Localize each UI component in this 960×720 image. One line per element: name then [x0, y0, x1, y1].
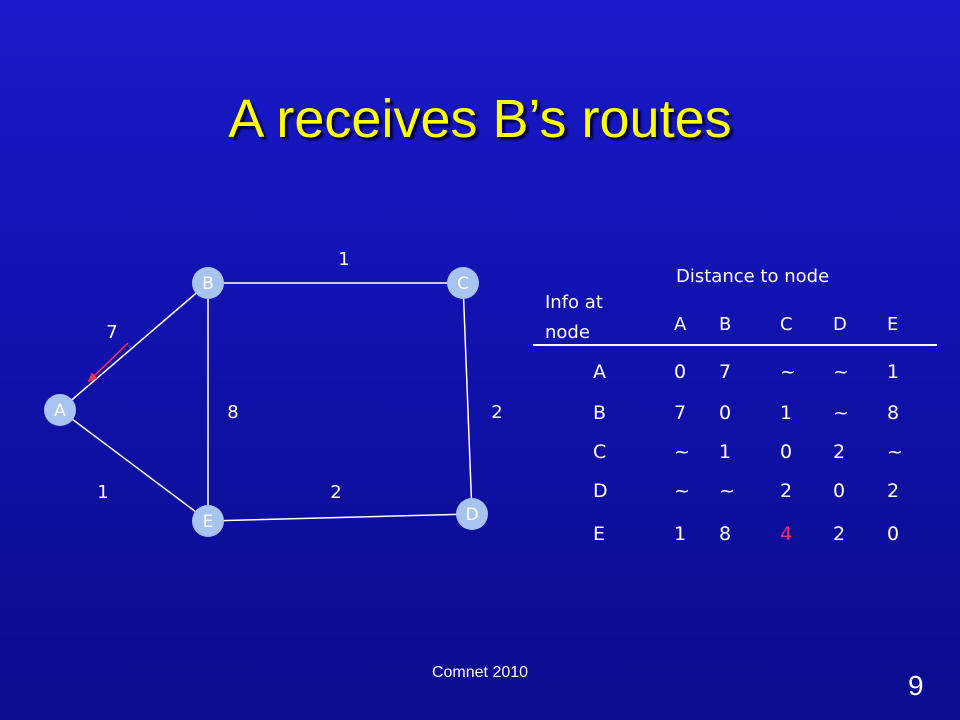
node-circle — [44, 394, 76, 426]
table-cell: ~ — [887, 441, 903, 463]
table-cell: 2 — [833, 441, 846, 463]
slide-title: A receives B’s routes — [228, 89, 732, 149]
table-header-title: Distance to node — [676, 266, 830, 287]
row-label-a: A — [593, 361, 606, 383]
table-cell: 1 — [674, 523, 687, 545]
table-cell: 0 — [780, 441, 793, 463]
edge-a-e — [59, 409, 209, 522]
footer: Comnet 2010 — [431, 664, 529, 681]
node-label: B — [202, 274, 214, 294]
column-header-c: C — [780, 314, 793, 335]
node-e: E — [192, 505, 224, 537]
node-circle — [447, 267, 479, 299]
edge-weight-e-d: 2 — [330, 482, 341, 503]
node-circle — [456, 498, 488, 530]
table-cell: 1 — [780, 402, 793, 424]
table-cell: 1 — [719, 441, 732, 463]
table-cell: 2 — [833, 523, 846, 545]
node-b: B — [192, 267, 224, 299]
node-label: C — [457, 274, 469, 294]
table-cell: ~ — [674, 480, 690, 502]
table-cell: 0 — [887, 523, 900, 545]
slide-number: 9 — [908, 670, 924, 701]
table-cell: 2 — [887, 480, 900, 502]
table-cell: ~ — [674, 441, 690, 463]
edge-weight-a-e: 1 — [97, 482, 108, 503]
column-header-d: D — [833, 314, 847, 335]
table-cell: 8 — [719, 523, 732, 545]
table-cell: 0 — [833, 480, 846, 502]
node-label: E — [203, 512, 214, 532]
node-label: A — [54, 401, 66, 421]
table-row-header: Info at node — [545, 292, 603, 343]
node-a: A — [44, 394, 76, 426]
route-message-arrow — [87, 342, 129, 383]
table-cell-highlighted: 4 — [780, 523, 793, 545]
node-circle — [192, 267, 224, 299]
edge-weight-b-c: 1 — [338, 249, 349, 270]
row-label-b: B — [593, 402, 607, 424]
table-cell: 1 — [887, 361, 900, 383]
edge-a-b — [59, 282, 209, 411]
node-d: D — [456, 498, 488, 530]
node-c: C — [447, 267, 479, 299]
table-cell: ~ — [719, 480, 735, 502]
table-cell: 2 — [780, 480, 793, 502]
node-label: D — [465, 505, 478, 525]
row-label-c: C — [593, 441, 607, 463]
node-circle — [192, 505, 224, 537]
table-cell: 0 — [719, 402, 732, 424]
table-cell: 7 — [674, 402, 687, 424]
table-divider — [533, 344, 937, 346]
table-cell: 7 — [719, 361, 732, 383]
edge-e-d — [207, 513, 473, 522]
table-cell: 0 — [674, 361, 687, 383]
table-cell: 8 — [887, 402, 900, 424]
table-cell: ~ — [833, 361, 849, 383]
column-header-a: A — [674, 314, 687, 335]
edge-c-d — [462, 282, 473, 515]
edge-weight-b-e: 8 — [227, 402, 238, 423]
column-header-b: B — [719, 314, 732, 335]
edge-weight-a-b: 7 — [106, 322, 117, 343]
row-label-d: D — [593, 480, 608, 502]
table-cell: ~ — [780, 361, 796, 383]
edge-weight-c-d: 2 — [491, 402, 502, 423]
table-cell: ~ — [833, 402, 849, 424]
column-header-e: E — [887, 314, 899, 335]
row-label-e: E — [593, 523, 606, 545]
